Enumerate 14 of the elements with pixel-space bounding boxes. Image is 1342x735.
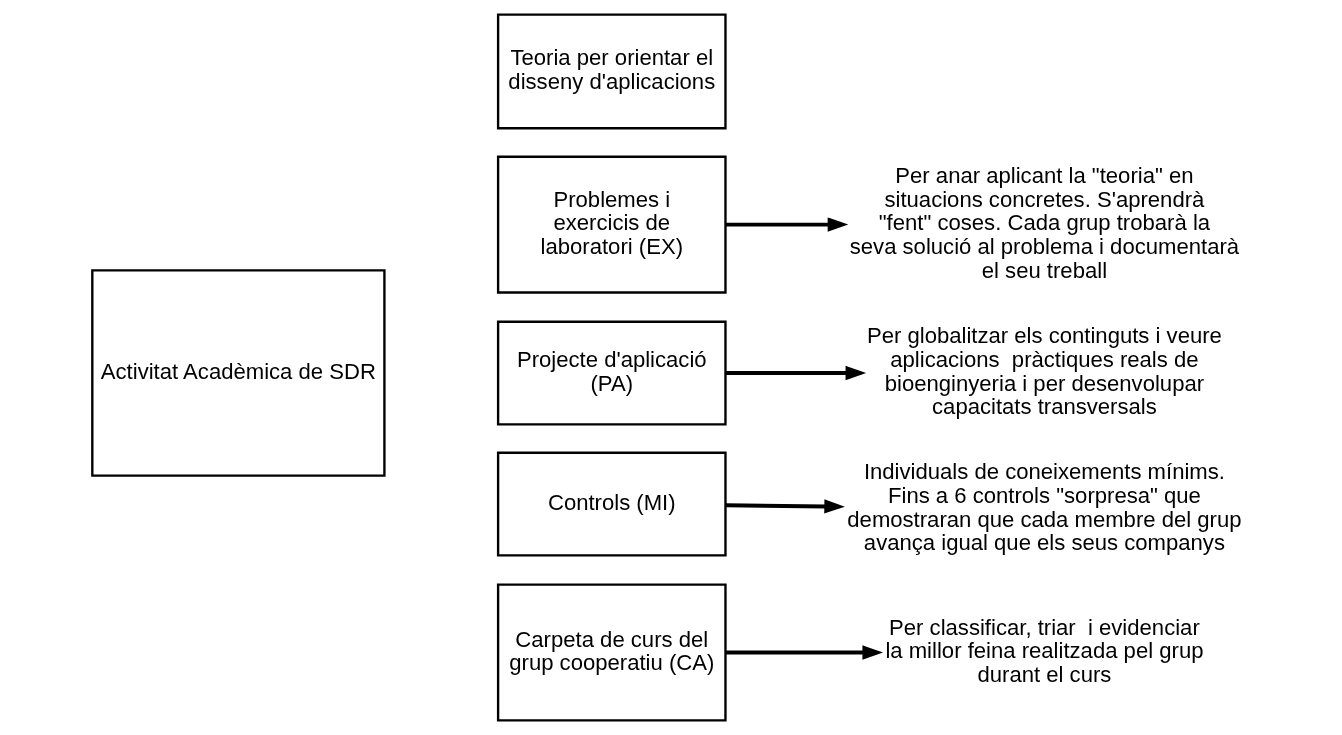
node-text: Individuals de coneixements mínims. Fins a 6 controls "sorpresa" que demostraran que cada membre del grup avança igual que els seus companys <box>847 459 1242 556</box>
node-box: Carpeta de curs del grup cooperatiu (CA) <box>496 583 727 722</box>
arrow <box>725 499 845 514</box>
node-text: Per globalitzar els continguts i veure aplicacions pràctiques reals de bioenginyeria i per desenvolupar capacitats transversals <box>866 323 1222 420</box>
node-box: Activitat Acadèmica de SDR <box>91 269 386 477</box>
node-text: Per anar aplicant la "teoria" en situacions concretes. S'aprendrà "fent" coses. Cada grup trobarà la seva solució al problema i documentarà el seu treball <box>849 163 1240 283</box>
node-text: Per classificar, triar i evidenciar la millor feina realitzada pel grup durant el curs <box>885 614 1204 688</box>
node-box: Teoria per orientar el disseny d'aplicacions <box>496 13 727 130</box>
arrow <box>725 217 849 232</box>
arrow <box>725 645 883 660</box>
node-box: Projecte d'aplicació (PA) <box>496 320 727 426</box>
node-box: Controls (MI) <box>496 451 727 557</box>
node-box: Problemes i exercicis de laboratori (EX) <box>496 155 727 294</box>
arrow <box>725 365 867 381</box>
